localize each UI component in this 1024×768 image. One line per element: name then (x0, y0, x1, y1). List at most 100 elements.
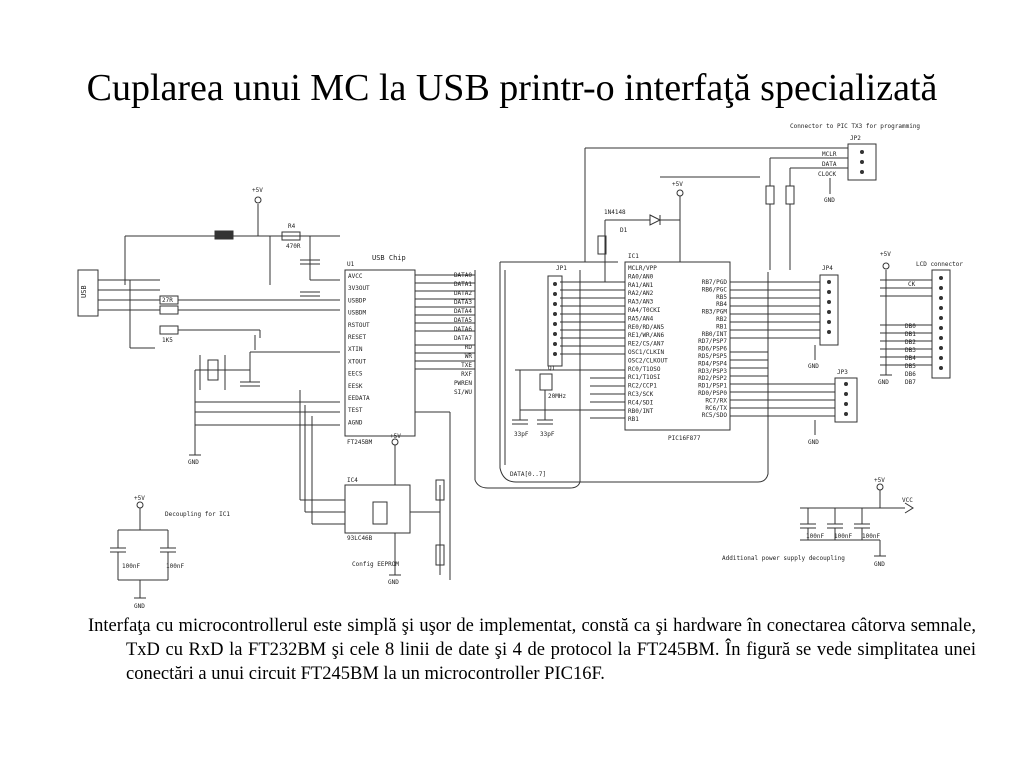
pic-right-pin-17: RC6/TX (705, 405, 727, 412)
ft-left-pin-6: XTIN (348, 346, 363, 353)
ft-right-pin-1: DATA1 (454, 281, 472, 288)
slide-title: Cuplarea unui MC la USB printr-o interfa… (86, 67, 938, 109)
u1-label: U1 (347, 261, 355, 268)
pic-right-pin-8: RD7/PSP7 (698, 338, 727, 345)
ft-left-pin-7: XTOUT (348, 358, 366, 365)
r-27r-label: 27R (162, 297, 173, 304)
ft-right-pin-13: SI/WU (454, 389, 472, 396)
lcd-pin-4: DB4 (905, 355, 916, 362)
jp3-header (834, 377, 858, 423)
usb-connector (77, 269, 99, 317)
usb-chip-label: USB Chip (372, 254, 406, 262)
ft-right-pin-12: PWREN (454, 380, 472, 387)
pic-right-pins: RB7/PGDRB6/PGCRB5RB4RB3/PGMRB2RB1RB0/INT… (698, 279, 727, 419)
pic-left-pin-5: RA4/T0CKI (628, 307, 661, 314)
body-paragraph: Interfaţa cu microcontrollerul este simp… (88, 616, 976, 684)
gnd-label-1: GND (188, 459, 199, 466)
diode-label: 1N4148 (604, 209, 626, 216)
crystal-value: 20MHz (548, 393, 566, 400)
pic-left-pin-16: RC4/SDI (628, 399, 654, 406)
gnd-label-5: GND (808, 363, 819, 370)
pic-right-pin-15: RD0/PSP0 (698, 390, 727, 397)
data-bus-label: DATA[0..7] (510, 471, 546, 478)
ft-right-pin-3: DATA3 (454, 299, 472, 306)
ft-left-pin-1: 3V3OUT (348, 285, 370, 292)
r4-label: R4 (288, 223, 296, 230)
ft-right-pin-10: TXE (461, 362, 472, 369)
pic-right-pin-11: RD4/PSP4 (698, 360, 727, 367)
pic-left-pins: MCLR/VPPRA0/AN0RA1/AN1RA2/AN2RA3/AN3RA4/… (628, 265, 668, 423)
pic-right-pin-18: RC5/SDO (702, 412, 728, 419)
pic-left-pin-15: RC3/SCK (628, 391, 654, 398)
ft-left-pin-9: EESK (348, 383, 363, 390)
diode-ref: D1 (620, 227, 628, 234)
ft-right-pin-2: DATA2 (454, 290, 472, 297)
pic-left-pin-3: RA2/AN2 (628, 290, 654, 297)
ft-right-pin-11: RXF (461, 371, 472, 378)
ft-left-pin-3: USBDM (348, 310, 366, 317)
ft-right-pin-7: DATA7 (454, 335, 472, 342)
jp4-label: JP4 (822, 265, 833, 272)
lcd-pin-0: DB0 (905, 323, 916, 330)
ft-right-pin-6: DATA6 (454, 326, 472, 333)
ft-left-pin-0: AVCC (348, 273, 363, 280)
r4-value: 470R (286, 243, 301, 250)
pic-left-pin-12: RC0/T1OSO (628, 366, 661, 373)
pic-left-pin-7: RE0/RD/AN5 (628, 324, 665, 331)
plus5v-label-6: +5V (874, 477, 885, 484)
ft-left-pin-5: RESET (348, 334, 366, 341)
ft-left-pin-2: USBDP (348, 297, 366, 304)
pic-left-pin-13: RC1/T1OSI (628, 374, 661, 381)
decoupling-ic1-caption: Decoupling for IC1 (165, 511, 230, 518)
pic-left-pin-11: OSC2/CLKOUT (628, 357, 668, 364)
cap-33pf-1: 33pF (514, 431, 529, 438)
pic-right-pin-10: RD5/PSP5 (698, 353, 727, 360)
jp4-header (819, 274, 839, 346)
jp5-header (847, 143, 877, 181)
ft-right-pin-8: RD (465, 344, 473, 351)
usb-label: USB (80, 285, 88, 298)
lcd-pin-7: DB7 (905, 379, 916, 386)
crystal-ref: Q1 (548, 365, 556, 372)
lcd-pin-6: DB6 (905, 371, 916, 378)
pic-right-pin-5: RB2 (716, 316, 727, 323)
pic-right-pin-3: RB4 (716, 301, 727, 308)
lcd-ck-label: CK (908, 281, 916, 288)
pic-right-pin-1: RB6/PGC (702, 286, 728, 293)
r-1k5-label: 1K5 (162, 337, 173, 344)
ft-right-pin-4: DATA4 (454, 308, 472, 315)
pic-left-pin-2: RA1/AN1 (628, 282, 654, 289)
ft245bm-right-pins: DATA0DATA1DATA2DATA3DATA4DATA5DATA6DATA7… (454, 272, 472, 396)
cap-100nf-1: 100nF (806, 533, 824, 540)
cap-100nf-2: 100nF (834, 533, 852, 540)
gnd-label-3: GND (134, 603, 145, 610)
lcd-pin-5: DB5 (905, 363, 916, 370)
cap-label-1: 100nF (122, 563, 140, 570)
programming-caption: Connector to PIC TX3 for programming (790, 123, 920, 130)
pic-left-pin-14: RC2/CCP1 (628, 383, 657, 390)
eeprom-ref: IC4 (347, 477, 358, 484)
plus5v-label-5: +5V (880, 251, 891, 258)
pic-right-pin-13: RD2/PSP2 (698, 375, 727, 382)
pic-left-pin-4: RA3/AN3 (628, 299, 654, 306)
ft-right-pin-0: DATA0 (454, 272, 472, 279)
lcd-caption: LCD connector (916, 261, 963, 268)
pic-left-pin-17: RB0/INT (628, 408, 654, 415)
prog-pin-clock: CLOCK (818, 171, 836, 178)
supply-decoupling-caption: Additional power supply decoupling (722, 555, 845, 562)
pic-right-pin-12: RD3/PSP3 (698, 368, 727, 375)
eeprom-chip (344, 484, 411, 534)
ft-left-pin-10: EEDATA (348, 395, 370, 402)
ft-right-pin-9: WR (465, 353, 473, 360)
ft245bm-label: FT245BM (347, 439, 373, 446)
pic-part: PIC16F877 (668, 435, 701, 442)
lcd-connector (931, 269, 951, 379)
lcd-pin-1: DB1 (905, 331, 916, 338)
vcc-label: VCC (902, 497, 913, 504)
pic-left-pin-10: OSC1/CLKIN (628, 349, 665, 356)
ft-left-pin-8: EECS (348, 371, 363, 378)
cap-100nf-3: 100nF (862, 533, 880, 540)
jp5-label: JP2 (850, 135, 861, 142)
cap-label-2: 100nF (166, 563, 184, 570)
pic-right-pin-6: RB1 (716, 323, 727, 330)
